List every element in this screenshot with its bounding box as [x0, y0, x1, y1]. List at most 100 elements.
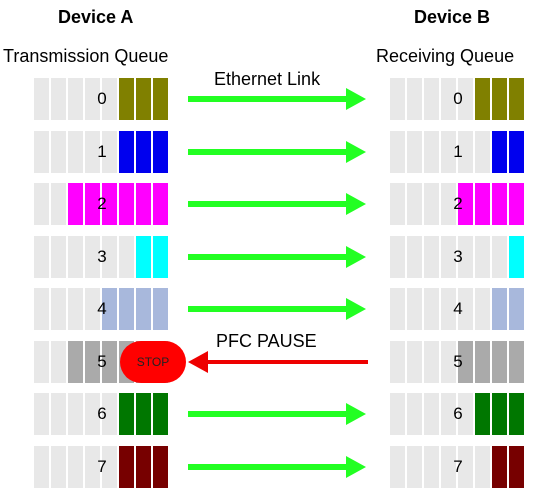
- empty-slot-cell: [441, 236, 456, 278]
- forward-arrow: [188, 193, 366, 215]
- stop-badge: STOP: [120, 341, 186, 383]
- queued-packet-cell: [119, 288, 134, 330]
- empty-slot-cell: [390, 288, 405, 330]
- rx-queue-number: 7: [453, 457, 463, 476]
- empty-slot-cell: [34, 78, 49, 120]
- queued-packet-cell: [153, 183, 168, 225]
- forward-arrow: [188, 246, 366, 268]
- queued-packet-cell: [509, 446, 524, 488]
- queued-packet-cell: [119, 393, 134, 435]
- empty-slot-cell: [85, 446, 100, 488]
- queued-packet-cell: [136, 131, 151, 173]
- empty-slot-cell: [407, 78, 422, 120]
- empty-slot-cell: [51, 78, 66, 120]
- queued-packet-cell: [102, 183, 117, 225]
- empty-slot-cell: [407, 236, 422, 278]
- empty-slot-cell: [407, 393, 422, 435]
- forward-arrow: [188, 141, 366, 163]
- queued-packet-cell: [136, 78, 151, 120]
- empty-slot-cell: [424, 78, 439, 120]
- tx-queue-2: 2: [34, 183, 170, 225]
- empty-slot-cell: [34, 446, 49, 488]
- empty-slot-cell: [68, 446, 83, 488]
- empty-slot-cell: [475, 288, 490, 330]
- queued-packet-cell: [492, 78, 507, 120]
- pfc-pause-label: PFC PAUSE: [216, 331, 317, 351]
- empty-slot-cell: [458, 131, 473, 173]
- empty-slot-cell: [441, 183, 456, 225]
- queued-packet-cell: [509, 131, 524, 173]
- tx-queue-number: 1: [97, 142, 107, 161]
- empty-slot-cell: [407, 131, 422, 173]
- device-b-title: Device B: [414, 7, 491, 27]
- empty-slot-cell: [85, 236, 100, 278]
- pause-arrow: [188, 351, 368, 373]
- tx-queue-7: 7: [34, 446, 170, 488]
- queued-packet-cell: [119, 78, 134, 120]
- empty-slot-cell: [34, 393, 49, 435]
- empty-slot-cell: [407, 446, 422, 488]
- empty-slot-cell: [475, 131, 490, 173]
- queued-packet-cell: [136, 393, 151, 435]
- rx-queue-5: 5: [390, 341, 526, 383]
- queued-packet-cell: [102, 341, 117, 383]
- empty-slot-cell: [424, 393, 439, 435]
- queued-packet-cell: [153, 288, 168, 330]
- empty-slot-cell: [34, 236, 49, 278]
- empty-slot-cell: [51, 131, 66, 173]
- queued-packet-cell: [475, 393, 490, 435]
- queued-packet-cell: [509, 236, 524, 278]
- queued-packet-cell: [492, 341, 507, 383]
- empty-slot-cell: [34, 288, 49, 330]
- queued-packet-cell: [136, 288, 151, 330]
- rx-queue-6: 6: [390, 393, 526, 435]
- tx-queue-number: 3: [97, 247, 107, 266]
- rx-queue-number: 2: [453, 194, 463, 213]
- empty-slot-cell: [441, 78, 456, 120]
- rx-queue-number: 4: [453, 299, 463, 318]
- queued-packet-cell: [153, 393, 168, 435]
- queued-packet-cell: [68, 341, 83, 383]
- empty-slot-cell: [102, 78, 117, 120]
- queued-packet-cell: [492, 183, 507, 225]
- empty-slot-cell: [424, 183, 439, 225]
- tx-queue-1: 1: [34, 131, 170, 173]
- queued-packet-cell: [68, 183, 83, 225]
- empty-slot-cell: [119, 236, 134, 278]
- empty-slot-cell: [424, 236, 439, 278]
- rx-queue-number: 0: [453, 89, 463, 108]
- empty-slot-cell: [34, 341, 49, 383]
- empty-slot-cell: [458, 446, 473, 488]
- rx-queue-1: 1: [390, 131, 526, 173]
- queued-packet-cell: [153, 236, 168, 278]
- empty-slot-cell: [424, 341, 439, 383]
- rx-queue-3: 3: [390, 236, 526, 278]
- queued-packet-cell: [85, 341, 100, 383]
- empty-slot-cell: [51, 446, 66, 488]
- tx-queue-4: 4: [34, 288, 170, 330]
- empty-slot-cell: [102, 393, 117, 435]
- queued-packet-cell: [509, 183, 524, 225]
- queued-packet-cell: [119, 131, 134, 173]
- empty-slot-cell: [102, 446, 117, 488]
- empty-slot-cell: [102, 131, 117, 173]
- queued-packet-cell: [509, 341, 524, 383]
- empty-slot-cell: [441, 341, 456, 383]
- empty-slot-cell: [390, 236, 405, 278]
- empty-slot-cell: [85, 393, 100, 435]
- queued-packet-cell: [492, 446, 507, 488]
- empty-slot-cell: [458, 78, 473, 120]
- tx-queue-number: 4: [97, 299, 107, 318]
- tx-queue-number: 6: [97, 404, 107, 423]
- empty-slot-cell: [424, 446, 439, 488]
- empty-slot-cell: [407, 341, 422, 383]
- receiving-queue-title: Receiving Queue: [376, 46, 515, 66]
- empty-slot-cell: [51, 341, 66, 383]
- empty-slot-cell: [424, 288, 439, 330]
- empty-slot-cell: [390, 131, 405, 173]
- empty-slot-cell: [68, 78, 83, 120]
- empty-slot-cell: [68, 131, 83, 173]
- forward-arrow: [188, 403, 366, 425]
- rx-queue-4: 4: [390, 288, 526, 330]
